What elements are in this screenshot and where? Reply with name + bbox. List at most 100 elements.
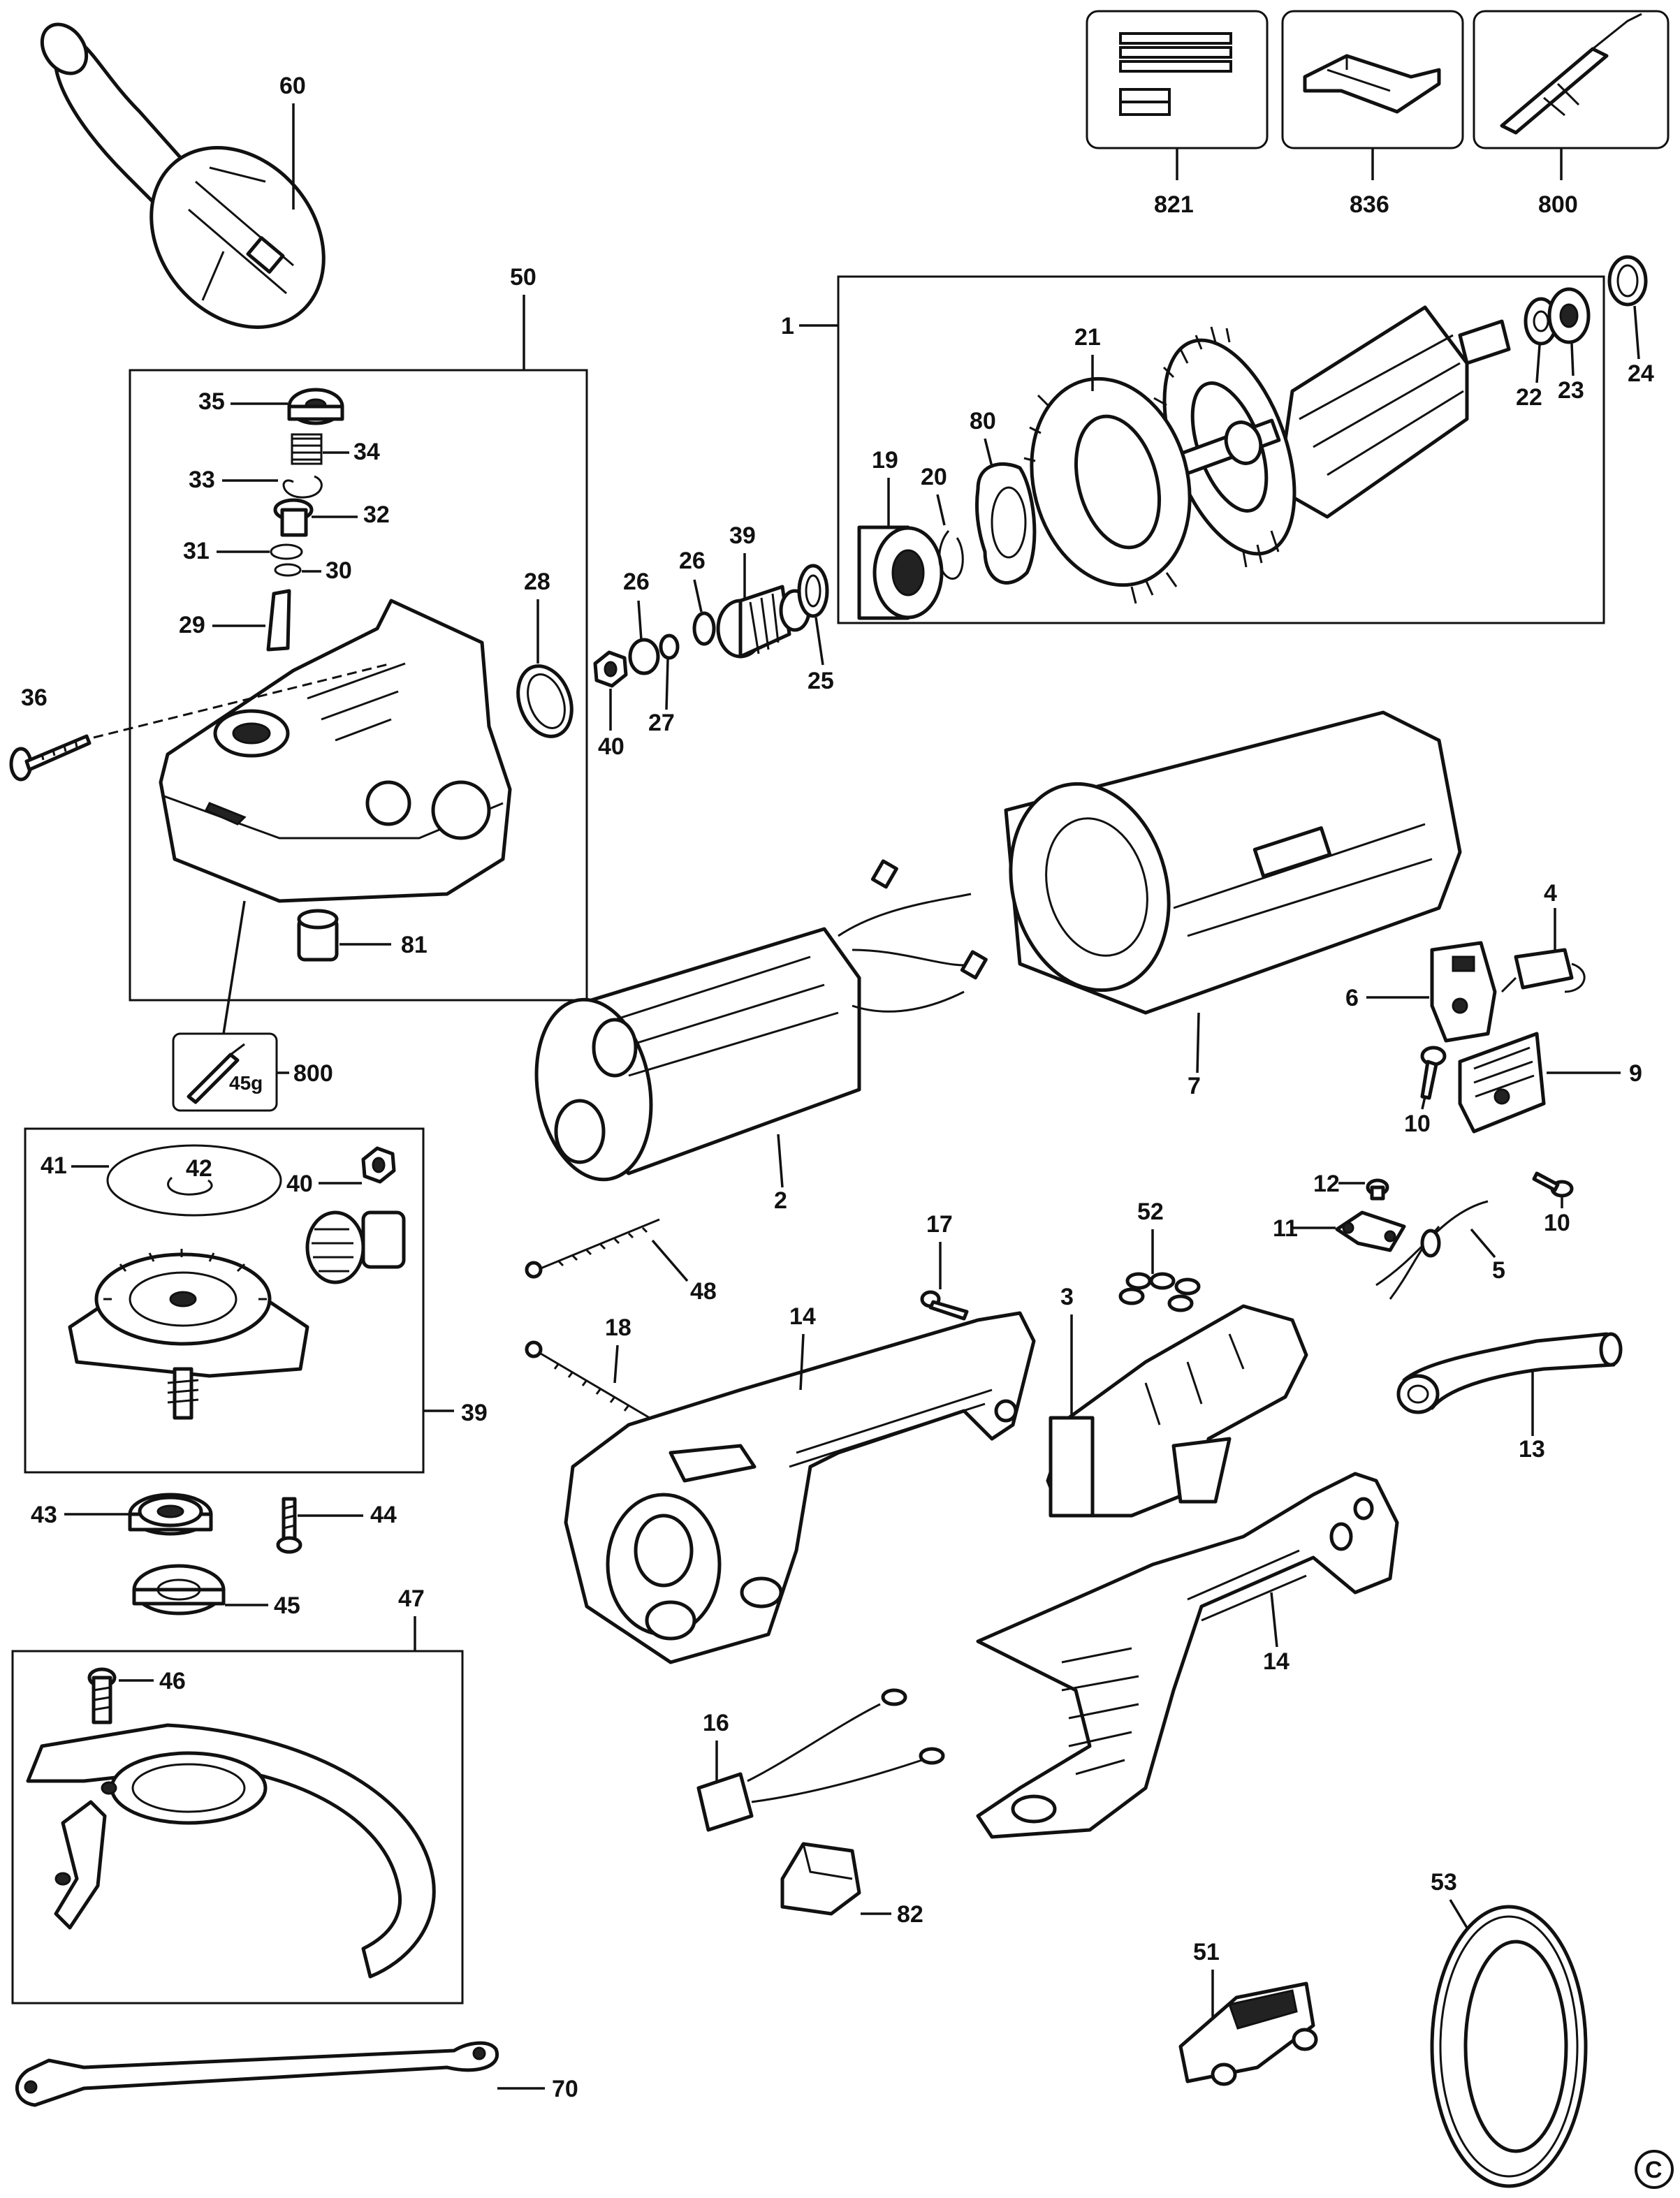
- label-35: 35: [198, 388, 225, 415]
- spacer-27-icon: [659, 633, 680, 660]
- label-47: 47: [398, 1585, 425, 1612]
- plunger-32-icon: [273, 498, 314, 537]
- label-31: 31: [183, 538, 210, 564]
- handle-half-14a-icon: [564, 1311, 1036, 1664]
- brush-holder-6-icon: [1430, 941, 1497, 1043]
- label-23: 23: [1558, 377, 1584, 404]
- cover-9-icon: [1458, 1032, 1546, 1134]
- label-16: 16: [703, 1710, 729, 1736]
- nut-40-icon: [593, 650, 628, 688]
- washer-31-icon: [270, 543, 303, 560]
- clip-82-icon: [780, 1842, 861, 1916]
- ring-24-icon: [1607, 255, 1648, 307]
- label-14a: 14: [789, 1303, 816, 1330]
- label-41: 41: [41, 1152, 67, 1179]
- label-39-pinion: 39: [729, 522, 756, 549]
- ring-53-icon: [1430, 1905, 1588, 2188]
- label-45g: 45g: [229, 1072, 263, 1094]
- screw-12-icon: [1366, 1178, 1389, 1201]
- copyright-text: C: [1645, 2157, 1663, 2183]
- label-26b: 26: [679, 548, 706, 574]
- label-80: 80: [970, 408, 996, 434]
- circlip-20-icon: [938, 529, 964, 580]
- oring-30-icon: [274, 563, 302, 577]
- label-4: 4: [1544, 880, 1557, 907]
- cable-5-icon: [1375, 1200, 1489, 1300]
- label-52: 52: [1137, 1199, 1164, 1225]
- label-30: 30: [326, 557, 352, 584]
- label-6: 6: [1345, 985, 1359, 1011]
- field-coil-icon: [534, 859, 988, 1182]
- label-836: 836: [1350, 191, 1389, 218]
- screw-44-icon: [276, 1497, 302, 1554]
- label-27: 27: [648, 710, 675, 736]
- motor-housing-icon: [1004, 710, 1462, 1015]
- label-36: 36: [21, 684, 48, 711]
- label-1: 1: [781, 313, 794, 339]
- gear-case-icon: [159, 599, 512, 903]
- label-50: 50: [510, 264, 536, 291]
- gear-case-assembly-box: [129, 369, 588, 1002]
- screw-10a-icon: [1420, 1046, 1447, 1100]
- brush-4-icon: [1500, 948, 1586, 993]
- label-13: 13: [1519, 1436, 1545, 1463]
- label-82: 82: [897, 1901, 923, 1928]
- bevel-gear-icon: [68, 1249, 309, 1420]
- label-44: 44: [370, 1502, 397, 1528]
- screw-46-icon: [87, 1667, 117, 1724]
- pin-29-icon: [266, 589, 291, 652]
- label-48: 48: [690, 1278, 717, 1305]
- washer-26a-icon: [628, 638, 660, 675]
- label-9: 9: [1629, 1060, 1642, 1087]
- label-40-gear: 40: [286, 1171, 313, 1197]
- label-10a: 10: [1404, 1111, 1431, 1137]
- cable-sleeve-13-icon: [1396, 1332, 1623, 1414]
- gear-assembly-box: [24, 1127, 425, 1474]
- bearing-19-icon: [857, 525, 944, 620]
- label-70: 70: [552, 2076, 578, 2102]
- label-34: 34: [353, 439, 380, 465]
- label-14b: 14: [1263, 1648, 1290, 1675]
- label-7: 7: [1188, 1073, 1201, 1099]
- guard-assembly-box: [11, 1650, 464, 2005]
- label-81: 81: [401, 932, 428, 958]
- switch-3-icon: [1046, 1304, 1308, 1518]
- side-handle-icon: [40, 22, 326, 329]
- label-28: 28: [524, 569, 550, 595]
- flange-45-icon: [132, 1564, 226, 1615]
- washer-26b-icon: [692, 611, 716, 646]
- label-29: 29: [179, 612, 205, 638]
- screw-36-icon: [9, 734, 92, 782]
- label-39-assembly: 39: [461, 1400, 488, 1426]
- screw-18-icon: [525, 1340, 650, 1419]
- screw-48-icon: [525, 1218, 660, 1279]
- bearing-35-icon: [287, 388, 344, 425]
- label-20: 20: [921, 464, 947, 490]
- label-43: 43: [31, 1502, 57, 1528]
- bearing-23-icon: [1547, 287, 1591, 344]
- label-21: 21: [1074, 324, 1101, 351]
- accessory-box-836: [1281, 10, 1464, 180]
- sleeve-81-icon: [297, 909, 339, 962]
- clamp-11-icon: [1335, 1210, 1406, 1252]
- plate-80-icon: [975, 462, 1037, 585]
- accessory-box-821: [1086, 10, 1269, 180]
- label-821: 821: [1154, 191, 1194, 218]
- label-3: 3: [1060, 1284, 1074, 1310]
- label-18: 18: [605, 1314, 631, 1341]
- screws-52-icon: [1118, 1272, 1201, 1312]
- label-24: 24: [1628, 360, 1654, 387]
- bearing-seal-28-icon: [516, 664, 574, 738]
- label-60: 60: [279, 73, 306, 99]
- label-32: 32: [363, 501, 390, 528]
- nut-40b-icon: [361, 1146, 396, 1184]
- label-25: 25: [808, 668, 834, 694]
- flange-43-icon: [128, 1493, 213, 1536]
- label-800: 800: [1538, 191, 1578, 218]
- pinion-39-icon: [716, 585, 811, 659]
- label-5: 5: [1492, 1257, 1505, 1284]
- label-2: 2: [774, 1187, 787, 1214]
- armature-assembly-box: [837, 275, 1605, 624]
- brush-leads-16-icon: [696, 1688, 945, 1832]
